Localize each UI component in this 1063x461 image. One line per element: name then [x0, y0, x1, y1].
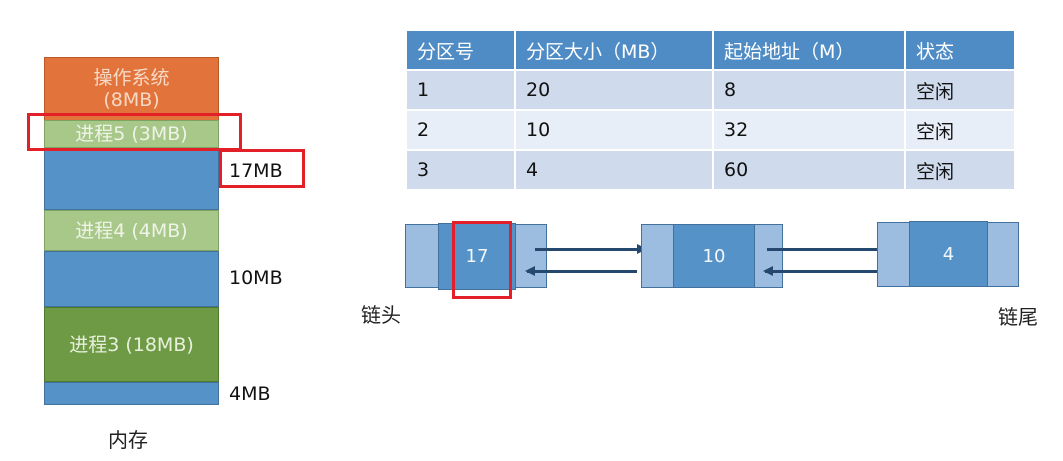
cell-start-address: 32: [712, 109, 906, 151]
node2-next-pointer: [754, 224, 783, 288]
table-header-row: 分区号 分区大小（MB） 起始地址（M） 状态: [405, 29, 1016, 71]
memory-block-free-17mb: [44, 148, 219, 210]
node1-value: 17: [438, 223, 516, 290]
cell-status: 空闲: [904, 149, 1016, 191]
cell-status: 空闲: [904, 109, 1016, 151]
cell-status: 空闲: [904, 69, 1016, 111]
cell-partition-size: 20: [514, 69, 714, 111]
memory-block-os: 操作系统 (8MB): [44, 57, 219, 121]
node3-prev-pointer: [877, 222, 910, 287]
list-head-label: 链头: [361, 303, 401, 327]
cell-partition-no: 1: [405, 69, 516, 111]
node1-value-text: 17: [465, 246, 489, 267]
cell-partition-no: 3: [405, 149, 516, 191]
partition-table: 分区号 分区大小（MB） 起始地址（M） 状态 1 20 8 空闲 2 10 3…: [405, 29, 1016, 191]
arrow-next-2-to-3: [767, 244, 896, 254]
arrow-prev-2-to-1: [525, 266, 637, 276]
table-row: 3 4 60 空闲: [405, 149, 1016, 191]
cell-partition-no: 2: [405, 109, 516, 151]
arrow-prev-3-to-2: [763, 266, 895, 276]
node3-value: 4: [909, 221, 988, 287]
node3-value-text: 4: [942, 243, 955, 265]
cell-partition-size: 10: [514, 109, 714, 151]
table-row: 2 10 32 空闲: [405, 109, 1016, 151]
list-tail-label: 链尾: [998, 305, 1038, 329]
cell-start-address: 60: [712, 149, 906, 191]
arrow-next-1-to-2: [535, 244, 647, 254]
highlight-17mb: [219, 149, 305, 188]
memory-block-process4: 进程4 (4MB): [44, 210, 219, 251]
node2-prev-pointer: [641, 224, 674, 288]
os-label: 操作系统: [93, 67, 170, 89]
process5-label: 进程5 (3MB): [75, 123, 188, 145]
cell-start-address: 8: [712, 69, 906, 111]
table-row: 1 20 8 空闲: [405, 69, 1016, 111]
header-status: 状态: [904, 29, 1016, 71]
node3-next-pointer: [987, 222, 1019, 287]
memory-block-process5: 进程5 (3MB): [44, 120, 219, 148]
header-partition-no: 分区号: [405, 29, 516, 71]
node2-value: 10: [673, 224, 755, 288]
node1-prev-pointer: [405, 224, 440, 288]
memory-block-free-10mb: [44, 251, 219, 307]
memory-caption: 内存: [108, 428, 148, 452]
header-partition-size: 分区大小（MB）: [514, 29, 714, 71]
highlight-process5: [27, 113, 242, 151]
process4-label: 进程4 (4MB): [75, 219, 188, 242]
process3-label: 进程3 (18MB): [69, 333, 194, 356]
cell-partition-size: 4: [514, 149, 714, 191]
memory-block-free-4mb: [44, 382, 219, 405]
memory-block-process3: 进程3 (18MB): [44, 307, 219, 382]
node2-value-text: 10: [702, 245, 726, 267]
header-start-address: 起始地址（M）: [712, 29, 906, 71]
free-size-10mb: 10MB: [229, 267, 283, 289]
node1-next-pointer: [515, 224, 547, 288]
free-size-17mb: 17MB: [229, 160, 283, 182]
os-size: (8MB): [103, 89, 160, 111]
highlight-node1: [452, 221, 512, 299]
free-size-4mb: 4MB: [229, 383, 271, 405]
